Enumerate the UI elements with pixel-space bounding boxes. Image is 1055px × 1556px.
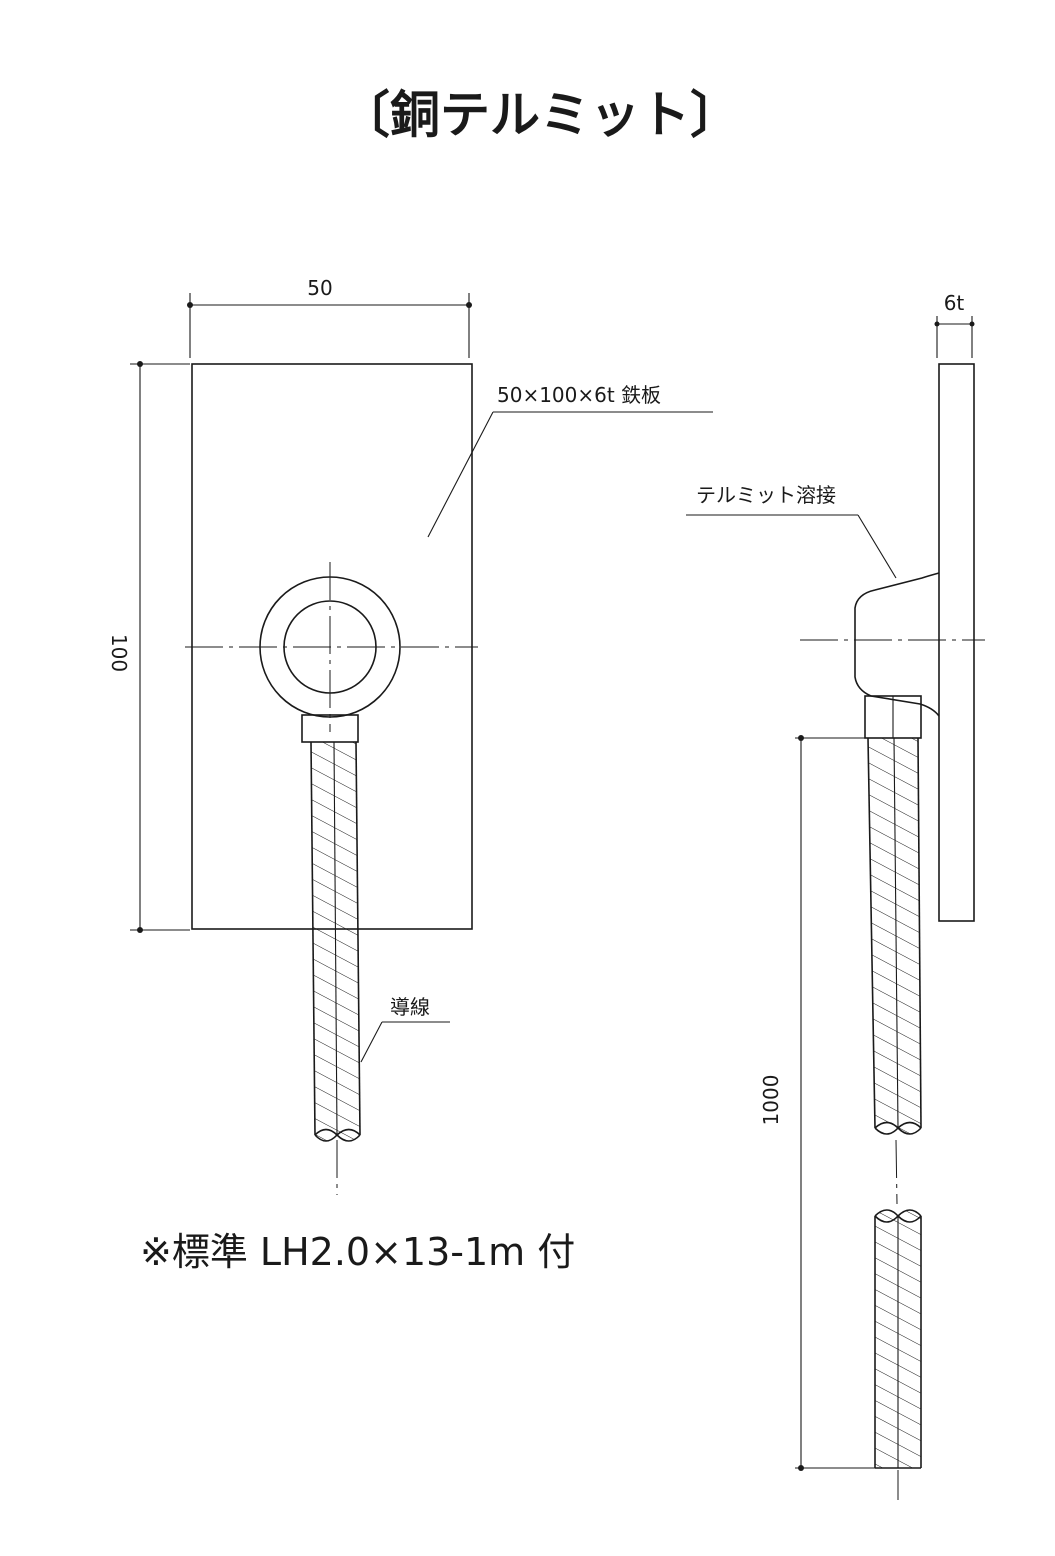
dim-length-value: 1000 — [759, 1075, 783, 1126]
dim-height-value: 100 — [107, 634, 131, 672]
weld-label: テルミット溶接 — [696, 483, 836, 507]
plate-label: 50×100×6t 鉄板 — [497, 383, 661, 407]
side-centerline-break — [895, 1139, 898, 1205]
side-plate — [938, 363, 975, 922]
standard-note: ※標準 LH2.0×13-1m 付 — [140, 1230, 575, 1274]
conductor-label: 導線 — [390, 995, 430, 1019]
side-view: 6t テルミット溶接 — [686, 291, 985, 1500]
dim-width: 50 — [187, 276, 472, 358]
dim-width-value: 50 — [307, 276, 332, 300]
front-view: 50 100 50×100×6t 鉄板 — [107, 276, 713, 1195]
side-conductor-lower — [874, 1209, 922, 1469]
conductor-leader: 導線 — [360, 995, 450, 1063]
dim-thickness-value: 6t — [944, 291, 965, 315]
dim-thickness: 6t — [934, 291, 975, 358]
thermit-weld — [854, 572, 940, 717]
weld-leader: テルミット溶接 — [686, 483, 897, 579]
side-conductor-upper — [867, 737, 922, 1135]
plate-leader: 50×100×6t 鉄板 — [427, 383, 713, 538]
drawing-title: 〔銅テルミット〕 — [340, 86, 740, 144]
front-conductor — [310, 741, 361, 1142]
dim-length: 1000 — [759, 735, 875, 1471]
dim-height: 100 — [107, 361, 190, 933]
